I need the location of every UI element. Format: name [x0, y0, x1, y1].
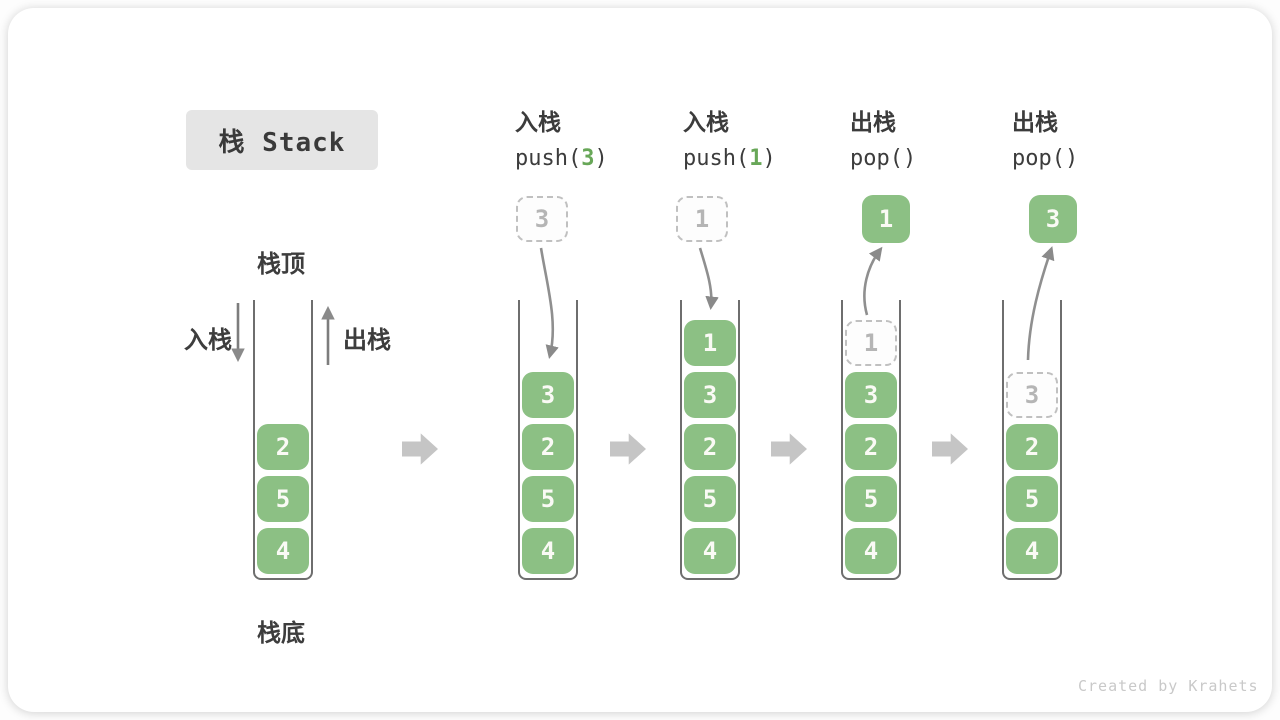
stack-element: 3 — [684, 372, 736, 418]
stack-element: 4 — [684, 528, 736, 574]
header-op-code: push(1) — [683, 141, 853, 176]
stack-top-label: 栈顶 — [257, 250, 305, 278]
header-op-code: pop() — [1012, 141, 1182, 176]
header-op-code: push(3) — [515, 141, 685, 176]
stack-element: 3 — [845, 372, 897, 418]
stack-element: 5 — [1006, 476, 1058, 522]
stack-bottom-label: 栈底 — [257, 619, 305, 647]
removed-slot-dashed: 1 — [845, 320, 897, 366]
code-post: ) — [1064, 146, 1079, 171]
code-pre: push( — [515, 146, 582, 171]
code-pre: push( — [683, 146, 750, 171]
stack-element: 4 — [1006, 528, 1058, 574]
header-pop-1: 出栈 pop() — [850, 106, 1020, 176]
stack-element: 5 — [257, 476, 309, 522]
header-push-1: 入栈 push(1) — [683, 106, 853, 176]
header-op-label: 出栈 — [1012, 110, 1058, 136]
popped-element: 1 — [862, 195, 910, 243]
stack-element: 5 — [522, 476, 574, 522]
code-arg: 3 — [581, 146, 595, 171]
code-pre: pop( — [850, 146, 903, 171]
header-push-3: 入栈 push(3) — [515, 106, 685, 176]
stack-element: 4 — [522, 528, 574, 574]
stack-element: 4 — [257, 528, 309, 574]
header-op-label: 出栈 — [850, 110, 896, 136]
stack-element: 2 — [257, 424, 309, 470]
header-pop-2: 出栈 pop() — [1012, 106, 1182, 176]
code-post: ) — [762, 146, 776, 171]
stack-element: 2 — [845, 424, 897, 470]
stack-element: 5 — [684, 476, 736, 522]
code-arg: 1 — [749, 146, 763, 171]
diagram-title: 栈 Stack — [186, 110, 378, 170]
pop-side-label: 出栈 — [343, 326, 391, 354]
stack-element: 3 — [522, 372, 574, 418]
push-side-label: 入栈 — [184, 326, 232, 354]
stack-element: 2 — [684, 424, 736, 470]
credit-text: Created by Krahets — [1078, 677, 1259, 695]
stack-element: 1 — [684, 320, 736, 366]
header-op-label: 入栈 — [515, 110, 561, 136]
incoming-element-dashed: 1 — [676, 196, 728, 242]
incoming-element-dashed: 3 — [516, 196, 568, 242]
code-post: ) — [902, 146, 917, 171]
stack-element: 4 — [845, 528, 897, 574]
popped-element: 3 — [1029, 195, 1077, 243]
header-op-code: pop() — [850, 141, 1020, 176]
stack-element: 2 — [522, 424, 574, 470]
stack-element: 2 — [1006, 424, 1058, 470]
header-op-label: 入栈 — [683, 110, 729, 136]
stack-element: 5 — [845, 476, 897, 522]
removed-slot-dashed: 3 — [1006, 372, 1058, 418]
code-post: ) — [594, 146, 608, 171]
code-pre: pop( — [1012, 146, 1065, 171]
